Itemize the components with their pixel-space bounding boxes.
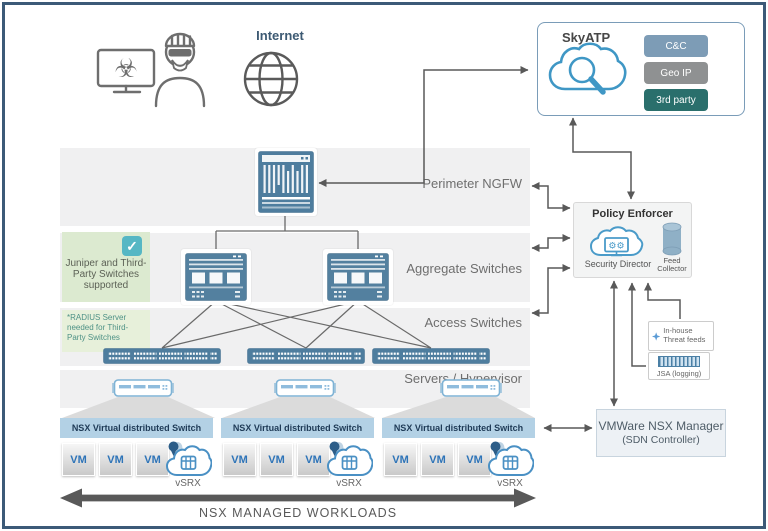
vmware-nsx-manager-box: VMWare NSX Manager (SDN Controller) bbox=[596, 409, 726, 457]
inhouse-threat-feeds-box: In-house Threat feeds bbox=[648, 321, 714, 351]
jsa-label: JSA (logging) bbox=[656, 369, 702, 378]
vsrx-icon bbox=[164, 439, 212, 479]
nsx-banner: NSX Virtual distributed Switch bbox=[221, 418, 374, 438]
vsrx-icon bbox=[325, 439, 373, 479]
nsx-group-3: NSX Virtual distributed Switch VM VM VM … bbox=[382, 418, 535, 489]
feed-collector-label: Feed Collector bbox=[657, 256, 687, 274]
vm-box: VM bbox=[99, 443, 132, 476]
supported-note-text: Juniper and Third-Party Switches support… bbox=[65, 258, 147, 292]
workloads-label: NSX MANAGED WORKLOADS bbox=[198, 506, 398, 520]
skyatp-title: SkyATP bbox=[562, 30, 611, 45]
nsx-group-1: NSX Virtual distributed Switch VM VM VM … bbox=[60, 418, 213, 489]
access-switch-2 bbox=[247, 348, 365, 364]
feed-collector-icon bbox=[662, 222, 682, 256]
gears-icon: ⚙⚙ bbox=[608, 241, 624, 251]
checkmark-icon: ✓ bbox=[122, 236, 142, 256]
vm-box: VM bbox=[260, 443, 293, 476]
internet-label: Internet bbox=[256, 28, 304, 43]
vm-box: VM bbox=[136, 443, 169, 476]
access-switch-1 bbox=[103, 348, 221, 364]
nsx-group-2: NSX Virtual distributed Switch VM VM VM … bbox=[221, 418, 374, 489]
skyatp-box: SkyATP C&C Geo IP 3rd party bbox=[537, 22, 745, 116]
internet-globe-icon bbox=[242, 50, 300, 108]
security-director-label: Security Director bbox=[584, 259, 652, 269]
vsrx-label: vSRX bbox=[175, 478, 201, 489]
server-3 bbox=[440, 379, 502, 397]
vsrx-icon bbox=[486, 439, 534, 479]
attacker-icon: ☣ bbox=[96, 26, 220, 112]
magnifier-icon bbox=[568, 56, 596, 84]
biohazard-icon: ☣ bbox=[114, 53, 137, 83]
vm-box: VM bbox=[384, 443, 417, 476]
jsa-box: JSA (logging) bbox=[648, 352, 710, 380]
label-perimeter-ngfw: Perimeter NGFW bbox=[422, 176, 522, 191]
vm-box: VM bbox=[297, 443, 330, 476]
label-aggregate-switches: Aggregate Switches bbox=[406, 261, 522, 276]
vm-box: VM bbox=[421, 443, 454, 476]
vsrx-label: vSRX bbox=[497, 478, 523, 489]
aggregate-switch-1 bbox=[181, 249, 251, 305]
ngfw-device bbox=[255, 148, 317, 216]
nsx-banner: NSX Virtual distributed Switch bbox=[60, 418, 213, 438]
inhouse-threat-feeds-label: In-house Threat feeds bbox=[663, 326, 706, 344]
access-switch-3 bbox=[372, 348, 490, 364]
security-director-icon: ⚙⚙ bbox=[588, 224, 646, 260]
cc-chip: C&C bbox=[644, 35, 708, 57]
server-1 bbox=[112, 379, 174, 397]
sparkle-icon bbox=[652, 331, 661, 341]
policy-enforcer-title: Policy Enforcer bbox=[592, 208, 673, 220]
jsa-switch-icon bbox=[658, 356, 700, 367]
label-access-switches: Access Switches bbox=[424, 315, 522, 330]
vmware-name: VMWare NSX Manager bbox=[598, 419, 724, 434]
vm-box: VM bbox=[62, 443, 95, 476]
server-2 bbox=[274, 379, 336, 397]
policy-enforcer-box: Policy Enforcer ⚙⚙ Security Director Fee… bbox=[573, 202, 692, 278]
vm-box: VM bbox=[223, 443, 256, 476]
nsx-banner: NSX Virtual distributed Switch bbox=[382, 418, 535, 438]
skyatp-cloud-icon bbox=[546, 39, 630, 107]
vm-box: VM bbox=[458, 443, 491, 476]
geoip-chip: Geo IP bbox=[644, 62, 708, 84]
vmware-subtitle: (SDN Controller) bbox=[622, 433, 700, 446]
vsrx-label: vSRX bbox=[336, 478, 362, 489]
supported-note: ✓ Juniper and Third-Party Switches suppo… bbox=[62, 232, 150, 302]
aggregate-switch-2 bbox=[323, 249, 393, 305]
thirdparty-chip: 3rd party bbox=[644, 89, 708, 111]
radius-note: *RADIUS Server needed for Third-Party Sw… bbox=[62, 310, 150, 352]
eye-mask bbox=[168, 49, 192, 57]
